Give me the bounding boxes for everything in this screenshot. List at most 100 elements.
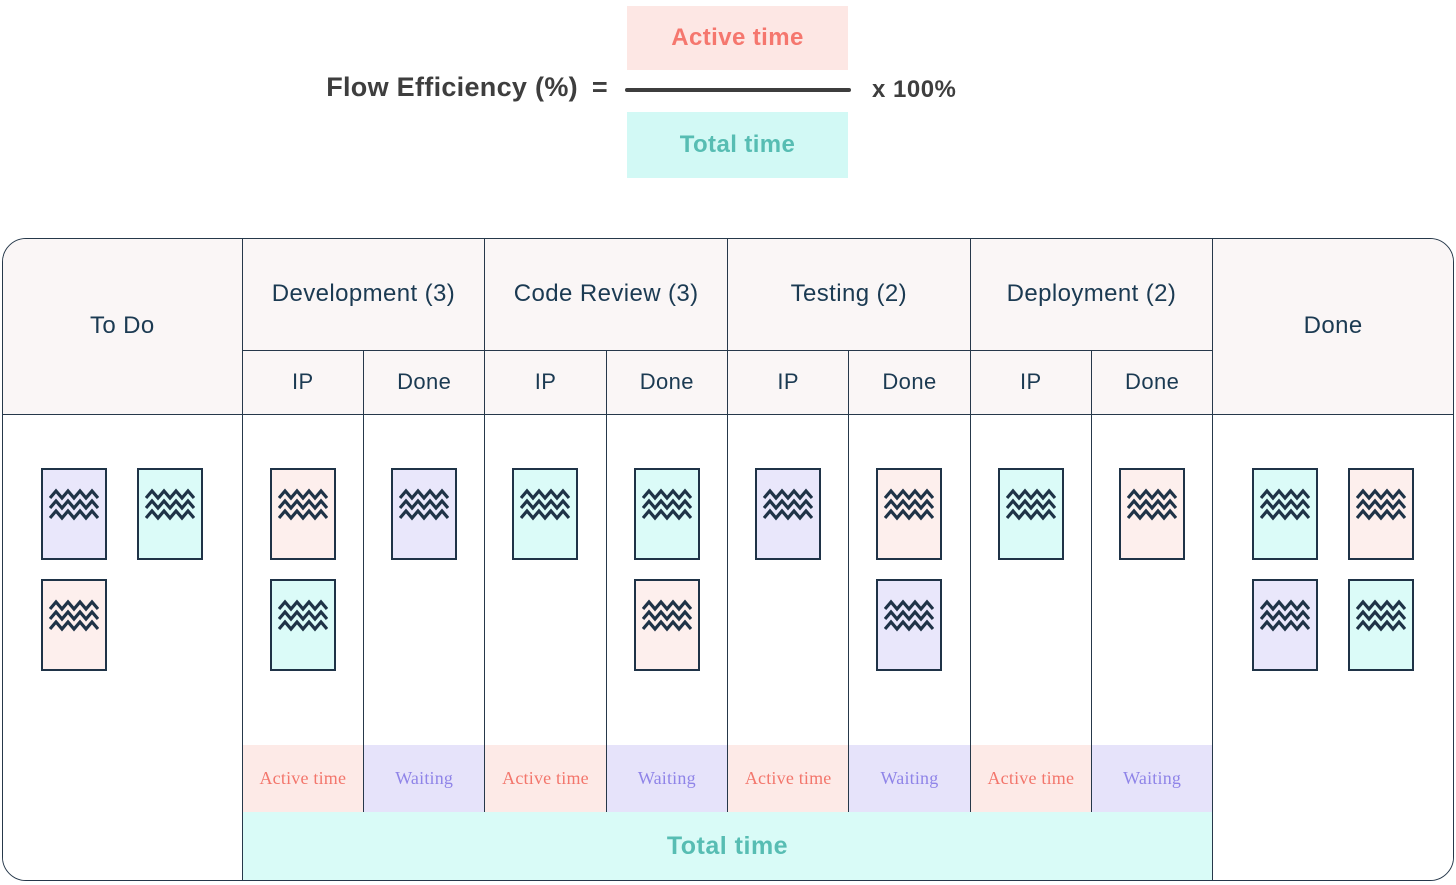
ip-label: IP <box>1020 369 1042 395</box>
done-sub-label: Done <box>1125 369 1180 395</box>
column-header-development: Development (3) <box>241 239 485 351</box>
task-card-purple <box>41 467 108 560</box>
task-card-purple <box>391 467 458 560</box>
task-card-teal <box>269 578 336 671</box>
scribble-lines-icon <box>763 488 814 521</box>
waiting-label: Waiting <box>1123 768 1182 789</box>
subheader-code-review-done: Done <box>605 350 727 415</box>
lane-development-done <box>363 414 485 746</box>
flow-efficiency-formula: Flow Efficiency (%) = Active time Total … <box>0 0 1456 200</box>
formula-numerator-box: Active time <box>627 6 848 70</box>
done-label: Done <box>1303 312 1363 340</box>
subheader-testing-ip: IP <box>727 350 849 415</box>
lane-deployment-done <box>1090 414 1213 746</box>
scribble-lines-icon <box>49 599 100 632</box>
formula-title: Flow Efficiency (%) = <box>0 72 608 103</box>
scribble-lines-icon <box>641 599 692 632</box>
task-card-purple <box>876 578 943 671</box>
deployment-label: Deployment (2) <box>1006 280 1177 308</box>
waiting-label: Waiting <box>880 768 939 789</box>
lane-testing-done <box>848 414 970 746</box>
task-card-pink <box>876 467 943 560</box>
total-time-label: Total time <box>666 831 789 860</box>
ip-label: IP <box>777 369 799 395</box>
subheader-deployment-ip: IP <box>969 350 1091 415</box>
lane-testing-ip <box>727 414 849 746</box>
todo-label: To Do <box>89 312 155 340</box>
testing-label: Testing (2) <box>790 280 908 308</box>
column-header-testing: Testing (2) <box>727 239 970 351</box>
scribble-lines-icon <box>520 488 571 521</box>
waiting-label: Waiting <box>637 768 696 789</box>
task-card-pink <box>41 578 108 671</box>
subheader-deployment-done: Done <box>1090 350 1213 415</box>
scribble-lines-icon <box>1356 488 1407 521</box>
column-header-done: Done <box>1212 239 1453 415</box>
task-card-teal <box>997 467 1064 560</box>
scribble-lines-icon <box>1356 599 1407 632</box>
task-card-teal <box>1348 578 1415 671</box>
scribble-lines-icon <box>1260 488 1311 521</box>
band-development-waiting: Waiting <box>363 745 485 813</box>
band-testing-waiting: Waiting <box>848 745 970 813</box>
formula-denominator-box: Total time <box>627 112 848 178</box>
task-card-teal <box>137 467 204 560</box>
done-sub-label: Done <box>397 369 452 395</box>
done-sub-label: Done <box>639 369 694 395</box>
band-code-review-waiting: Waiting <box>605 745 727 813</box>
lane-done <box>1212 414 1453 880</box>
scribble-lines-icon <box>1005 488 1056 521</box>
ip-label: IP <box>292 369 314 395</box>
task-card-purple <box>755 467 822 560</box>
task-card-teal <box>512 467 579 560</box>
lane-code-review-done <box>605 414 727 746</box>
subheader-testing-done: Done <box>848 350 970 415</box>
code-review-label: Code Review (3) <box>513 280 699 308</box>
subheader-development-done: Done <box>363 350 485 415</box>
scribble-lines-icon <box>641 488 692 521</box>
task-card-pink <box>1348 467 1415 560</box>
lane-todo <box>3 414 242 880</box>
waiting-label: Waiting <box>395 768 454 789</box>
active-time-label: Active time <box>987 768 1075 789</box>
band-deployment-waiting: Waiting <box>1090 745 1213 813</box>
column-header-deployment: Deployment (2) <box>969 239 1213 351</box>
development-label: Development (3) <box>271 280 456 308</box>
task-card-teal <box>633 467 700 560</box>
task-card-pink <box>633 578 700 671</box>
scribble-lines-icon <box>884 488 935 521</box>
active-time-label: Active time <box>502 768 589 789</box>
formula-denominator-label: Total time <box>679 131 796 158</box>
band-deployment-active: Active time <box>969 745 1091 813</box>
lane-development-ip <box>241 414 363 746</box>
lane-code-review-ip <box>484 414 606 746</box>
band-code-review-active: Active time <box>484 745 606 813</box>
scribble-lines-icon <box>277 599 328 632</box>
total-time-band: Total time <box>241 812 1213 880</box>
active-time-label: Active time <box>259 768 347 789</box>
lane-deployment-ip <box>969 414 1091 746</box>
scribble-lines-icon <box>399 488 450 521</box>
ip-label: IP <box>534 369 557 395</box>
scribble-lines-icon <box>884 599 935 632</box>
active-time-label: Active time <box>744 768 832 789</box>
formula-label: Flow Efficiency (%) <box>326 72 578 102</box>
column-header-todo: To Do <box>3 239 242 415</box>
task-card-purple <box>1252 578 1319 671</box>
kanban-board: To Do Development (3) Code Review (3) Te… <box>2 238 1454 881</box>
formula-numerator-label: Active time <box>671 24 804 51</box>
band-development-active: Active time <box>241 745 363 813</box>
subheader-development-ip: IP <box>241 350 363 415</box>
task-card-pink <box>269 467 336 560</box>
fraction-bar <box>625 88 851 92</box>
scribble-lines-icon <box>277 488 328 521</box>
scribble-lines-icon <box>49 488 100 521</box>
task-card-teal <box>1252 467 1319 560</box>
done-sub-label: Done <box>882 369 937 395</box>
column-header-code-review: Code Review (3) <box>484 239 727 351</box>
scribble-lines-icon <box>145 488 196 521</box>
scribble-lines-icon <box>1127 488 1178 521</box>
equals-sign: = <box>591 72 608 102</box>
scribble-lines-icon <box>1260 599 1311 632</box>
band-testing-active: Active time <box>727 745 849 813</box>
